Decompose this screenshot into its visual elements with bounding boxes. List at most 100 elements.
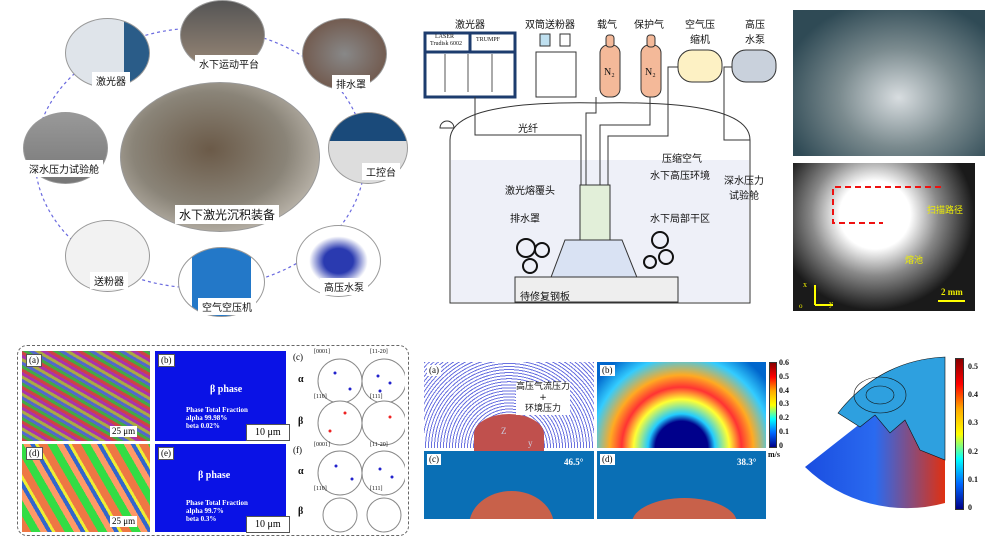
phase-header: Phase <box>186 499 204 507</box>
scan-path <box>814 186 965 306</box>
label-carrier: 载气 <box>597 20 617 31</box>
tick: 0.5 <box>779 371 789 381</box>
tick: 0 <box>779 440 783 450</box>
pole-figures <box>317 358 405 533</box>
panel-label-c: (c) <box>427 454 441 465</box>
label-head: 激光熔覆头 <box>505 186 555 197</box>
label-dry-zone: 水下局部干区 <box>650 214 710 225</box>
tick: 0.3 <box>968 418 978 428</box>
laser-brand-3: TRUMPF <box>476 37 501 43</box>
axis-x: x <box>803 280 807 289</box>
sim-a-streamlines: 高压气流压力+环境压力 Z y (a) <box>424 362 594 454</box>
pole-0001-c: [0001] <box>314 349 330 355</box>
scale-d: 25 μm <box>110 516 138 527</box>
equipment-overview: 水下激光沉积装备 激光器 水下运动平台 排水罩 工控台 深水压力试验舱 送粉器 … <box>20 0 408 318</box>
panel-label-d: (d) <box>600 454 615 465</box>
label-fiber: 光纤 <box>518 124 538 135</box>
label-pump: 高压水泵 <box>320 278 368 295</box>
ebsd-panel-group: (a) (d) (b) (e) 25 μm 25 μm 10 μm 10 μm … <box>17 345 409 536</box>
scale-bar-label: 2 mm <box>941 287 963 297</box>
system-schematic: 激光器 LASER Trudisk 6002 TRUMPF 双筒送粉器 载气 保… <box>410 0 790 310</box>
scale-e: 10 μm <box>246 516 290 533</box>
beta-fraction: 0.3% <box>200 515 217 523</box>
label-drain: 排水罩 <box>332 75 370 92</box>
label-console: 工控台 <box>362 163 400 180</box>
sim-d-droplet: (d) 38.3° <box>597 451 766 519</box>
alpha-fraction: 99.7% <box>204 507 224 515</box>
droplet-c <box>469 491 554 519</box>
tick: 0.4 <box>968 390 978 400</box>
pole-111-f: [111] <box>370 486 383 492</box>
alpha-row-f: α <box>298 466 304 477</box>
alpha-fraction: 99.98% <box>204 414 228 422</box>
tick: 0.3 <box>779 399 789 409</box>
tick: 0.2 <box>779 413 789 423</box>
laser-brand-1: LASER <box>435 34 455 40</box>
fraction-header: Total Fraction <box>205 406 248 414</box>
melt-pool-image: 扫描路径 熔池 2 mm x y o <box>793 163 975 311</box>
label-env: 水下高压环境 <box>650 171 710 182</box>
beta-label: beta <box>186 515 199 523</box>
label-scan-path: 扫描路径 <box>927 206 964 216</box>
pole-110-c: [110] <box>314 394 327 400</box>
schematic-drawing <box>423 31 777 304</box>
panel-label-a: (a) <box>26 354 42 367</box>
label-chamber: 深水压力试验舱 <box>25 160 103 177</box>
fraction-header: Total Fraction <box>205 499 248 507</box>
panel-label-a: (a) <box>427 365 441 376</box>
beta-label: beta <box>186 422 199 430</box>
label-compressor: 空气压缩机 <box>685 20 715 46</box>
tick: 0 <box>968 502 972 512</box>
scale-a: 25 μm <box>110 426 138 437</box>
tick: 0.1 <box>779 427 789 437</box>
fan-colorbar <box>955 358 964 510</box>
panel-label-e: (e) <box>158 447 174 460</box>
tick: 0.4 <box>779 385 789 395</box>
tick: 0.6 <box>779 358 789 367</box>
alpha-label: alpha <box>186 414 203 422</box>
scale-b: 10 μm <box>246 424 290 441</box>
beta-fraction: 0.02% <box>200 422 220 430</box>
panel-label-b: (b) <box>158 354 175 367</box>
pole-1120-c: [11-20] <box>370 349 388 355</box>
panel-label-d: (d) <box>26 447 43 460</box>
velocity-colorbar <box>769 362 777 448</box>
pole-110-f: [110] <box>314 486 327 492</box>
colorbar-unit: m/s <box>768 450 780 459</box>
label-compressor: 空气空压机 <box>198 298 256 315</box>
dendrite-fan-simulation <box>805 356 946 509</box>
tick: 0.5 <box>968 362 978 371</box>
label-pump: 高压水泵 <box>745 20 765 46</box>
label-shield: 保护气 <box>634 20 664 31</box>
axis-y: y <box>528 438 533 448</box>
pressure-2: 环境压力 <box>525 404 562 414</box>
alpha-label: alpha <box>186 507 203 515</box>
pressure-plus: + <box>539 393 547 403</box>
label-powder: 送粉器 <box>90 272 128 289</box>
pole-0001-f: [0001] <box>314 442 330 448</box>
contact-angle-c: 46.5° <box>564 457 584 467</box>
label-melt-pool: 熔池 <box>905 256 924 266</box>
panel-label-c: (c) <box>291 352 305 363</box>
label-drain: 排水罩 <box>510 214 540 225</box>
label-chamber: 深水压力试验舱 <box>724 176 764 202</box>
beta-phase-label-e: β phase <box>198 470 231 481</box>
beta-phase-label-b: β phase <box>210 384 243 395</box>
droplet-d <box>632 498 737 519</box>
label-plate: 待修复钢板 <box>520 292 570 303</box>
label-laser: 激光器 <box>455 20 485 31</box>
colorbar-ticks: 0.6 0.5 0.4 0.3 0.2 0.1 0 <box>779 358 789 450</box>
pole-111-c: [111] <box>370 394 383 400</box>
label-feeder: 双筒送粉器 <box>525 20 575 31</box>
beta-row-f: β <box>298 506 304 517</box>
center-photo <box>120 82 320 232</box>
label-laser: 激光器 <box>92 72 130 89</box>
sim-c-droplet: (c) 46.5° <box>424 451 594 519</box>
axis-z: Z <box>501 426 507 436</box>
label-center: 水下激光沉积装备 <box>175 205 280 224</box>
label-motion: 水下运动平台 <box>195 55 263 72</box>
panel-label-b: (b) <box>600 365 615 376</box>
tick: 0.2 <box>968 446 978 456</box>
phase-header: Phase <box>186 406 204 414</box>
